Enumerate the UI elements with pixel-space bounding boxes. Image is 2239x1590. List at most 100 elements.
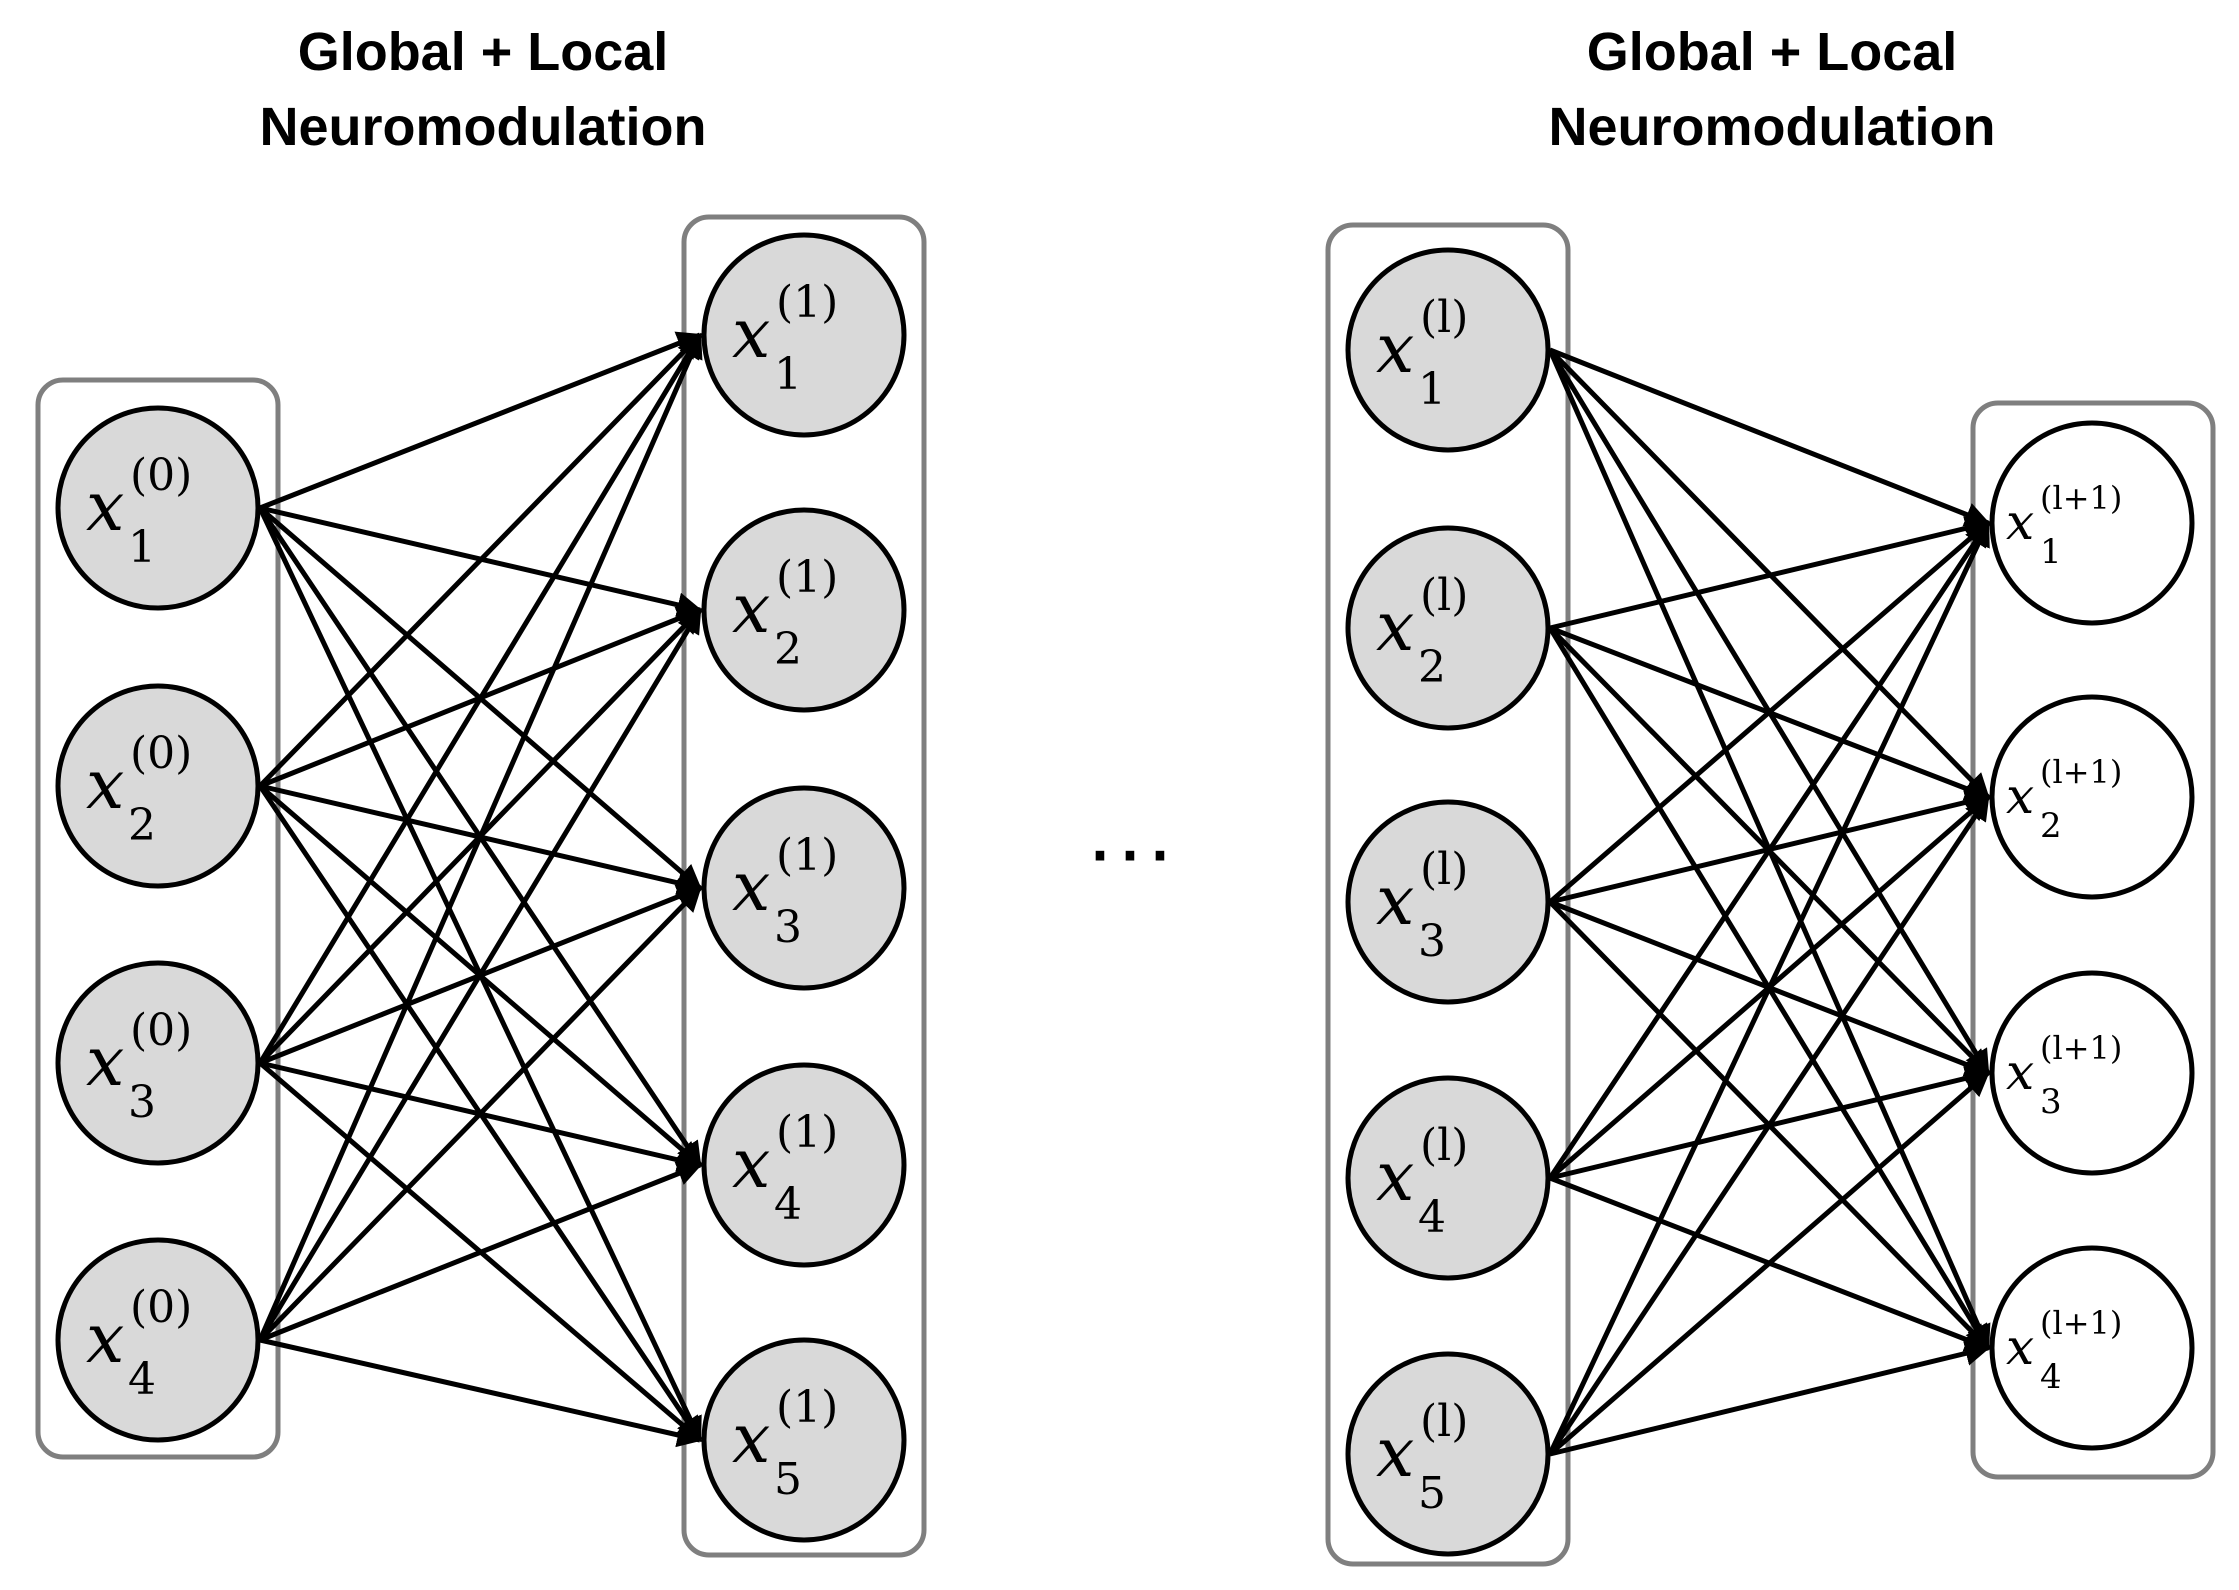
edge-layerl-4-to-layerl1-1 xyxy=(1547,520,1991,1180)
node-layer0-1: x1 (0) xyxy=(55,405,261,611)
node-layer0-2: x2 (0) xyxy=(55,683,261,889)
node-layer1-2: x2(1) xyxy=(701,507,907,713)
node-layer1-3: x3(1) xyxy=(701,785,907,991)
node-variable: x xyxy=(2006,1043,2034,1101)
node-superscript: (1) xyxy=(776,830,838,881)
node-layerl-1: x1 (l) xyxy=(1345,247,1551,453)
node-circle xyxy=(1345,247,1551,453)
node-circle xyxy=(1989,1245,2195,1451)
node-layerl-3: x3 (l) xyxy=(1345,799,1551,1005)
node-layer1-4: x4 (1) xyxy=(701,1062,907,1268)
node-variable: x xyxy=(2006,767,2034,825)
node-layer0-4: x4 (0) xyxy=(55,1237,261,1443)
node-circle xyxy=(1989,694,2195,900)
node-variable: x xyxy=(1376,1414,1414,1493)
node-variable: x xyxy=(1376,588,1414,667)
edge-layerl-1-to-layerl1-1 xyxy=(1549,347,1991,527)
node-circle xyxy=(55,683,261,889)
node-variable: x xyxy=(2006,493,2034,551)
node-superscript: (l+1) xyxy=(2040,753,2122,791)
node-superscript: (l) xyxy=(1420,1396,1468,1447)
node-circle xyxy=(1989,420,2195,626)
node-circle xyxy=(701,232,907,438)
node-variable: x xyxy=(1376,310,1414,389)
node-layerl1-3: x3(l+1) xyxy=(1989,970,2195,1176)
node-subscript: 5 xyxy=(774,1454,802,1505)
node-variable: x xyxy=(732,1125,770,1204)
node-subscript: 3 xyxy=(774,902,802,953)
node-superscript: (1) xyxy=(776,277,838,328)
node-layerl1-2: x2 (l+1) xyxy=(1989,694,2195,900)
node-layer0-3: x3 (0) xyxy=(55,960,261,1166)
node-circle xyxy=(701,785,907,991)
node-variable: x xyxy=(86,468,124,547)
node-superscript: (l) xyxy=(1420,844,1468,895)
node-variable: x xyxy=(86,1300,124,1379)
node-circle xyxy=(1989,970,2195,1176)
node-superscript: (0) xyxy=(130,1005,192,1056)
node-subscript: 2 xyxy=(2040,806,2062,846)
node-variable: x xyxy=(86,1023,124,1102)
right-title-line1: Global + Local xyxy=(1587,22,1958,82)
layerl-box xyxy=(1325,222,1571,1567)
edge-layer0-4-to-layer1-3 xyxy=(258,886,702,1342)
edge-layer0-3-to-layer1-1 xyxy=(257,332,703,1065)
ellipsis: ··· xyxy=(1085,800,1175,900)
node-subscript: 1 xyxy=(774,349,802,400)
node-superscript: (0) xyxy=(130,1282,192,1333)
node-superscript: (l) xyxy=(1420,292,1468,343)
node-superscript: (1) xyxy=(776,552,838,603)
node-subscript: 4 xyxy=(128,1354,156,1405)
edge-layerl-5-to-layerl1-3 xyxy=(1548,1071,1990,1456)
node-layerl-5: x5 (l) xyxy=(1345,1351,1551,1557)
node-subscript: 1 xyxy=(128,522,156,573)
node-variable: x xyxy=(1376,1138,1414,1217)
node-superscript: (l) xyxy=(1420,1120,1468,1171)
node-superscript: (1) xyxy=(776,1382,838,1433)
node-layerl-2: x2(l) xyxy=(1345,525,1551,731)
node-subscript: 3 xyxy=(1418,916,1446,967)
layerl1-box xyxy=(1970,400,2216,1480)
node-circle xyxy=(55,405,261,611)
node-subscript: 4 xyxy=(2040,1357,2062,1397)
node-layerl1-1: x1(l+1) xyxy=(1989,420,2195,626)
node-superscript: (l) xyxy=(1420,570,1468,621)
right-title-line2: Neuromodulation xyxy=(1549,97,1996,157)
node-circle xyxy=(701,1337,907,1543)
node-subscript: 2 xyxy=(128,800,156,851)
node-circle xyxy=(1345,1351,1551,1557)
nodes: x1(0)x2(0)x3(0)x4(0)x1(1)x2(1)x3(1)x4(1)… xyxy=(55,232,2195,1557)
edge-layer0-2-to-layer1-1 xyxy=(258,333,702,788)
node-subscript: 1 xyxy=(2040,532,2062,572)
edge-layerl-5-to-layerl1-2 xyxy=(1547,794,1991,1456)
node-circle xyxy=(701,1062,907,1268)
node-subscript: 5 xyxy=(1418,1468,1446,1519)
node-variable: x xyxy=(732,295,770,374)
node-subscript: 3 xyxy=(128,1077,156,1128)
node-variable: x xyxy=(732,570,770,649)
left-title-line2: Neuromodulation xyxy=(260,97,707,157)
node-circle xyxy=(55,1237,261,1443)
node-subscript: 4 xyxy=(1418,1192,1446,1243)
node-superscript: (l+1) xyxy=(2040,1304,2122,1342)
node-superscript: (1) xyxy=(776,1107,838,1158)
node-variable: x xyxy=(2006,1318,2034,1376)
node-layer1-5: x5 (1) xyxy=(701,1337,907,1543)
node-subscript: 1 xyxy=(1418,364,1446,415)
node-variable: x xyxy=(1376,862,1414,941)
node-variable: x xyxy=(86,746,124,825)
edge-layerl-2-to-layerl1-1 xyxy=(1549,516,1991,631)
node-superscript: (l+1) xyxy=(2040,1029,2122,1067)
node-variable: x xyxy=(732,1400,770,1479)
node-superscript: (0) xyxy=(130,450,192,501)
node-circle xyxy=(55,960,261,1166)
edge-layer0-1-to-layer1-1 xyxy=(259,331,703,511)
layer0-box xyxy=(35,377,281,1460)
left-title-line1: Global + Local xyxy=(298,22,669,82)
edge-layerl-5-to-layerl1-1 xyxy=(1547,520,1991,1456)
edge-layer0-4-to-layer1-2 xyxy=(257,607,703,1342)
node-superscript: (0) xyxy=(130,728,192,779)
node-layer1-1: x1 (1) xyxy=(701,232,907,438)
node-subscript: 4 xyxy=(774,1179,802,1230)
